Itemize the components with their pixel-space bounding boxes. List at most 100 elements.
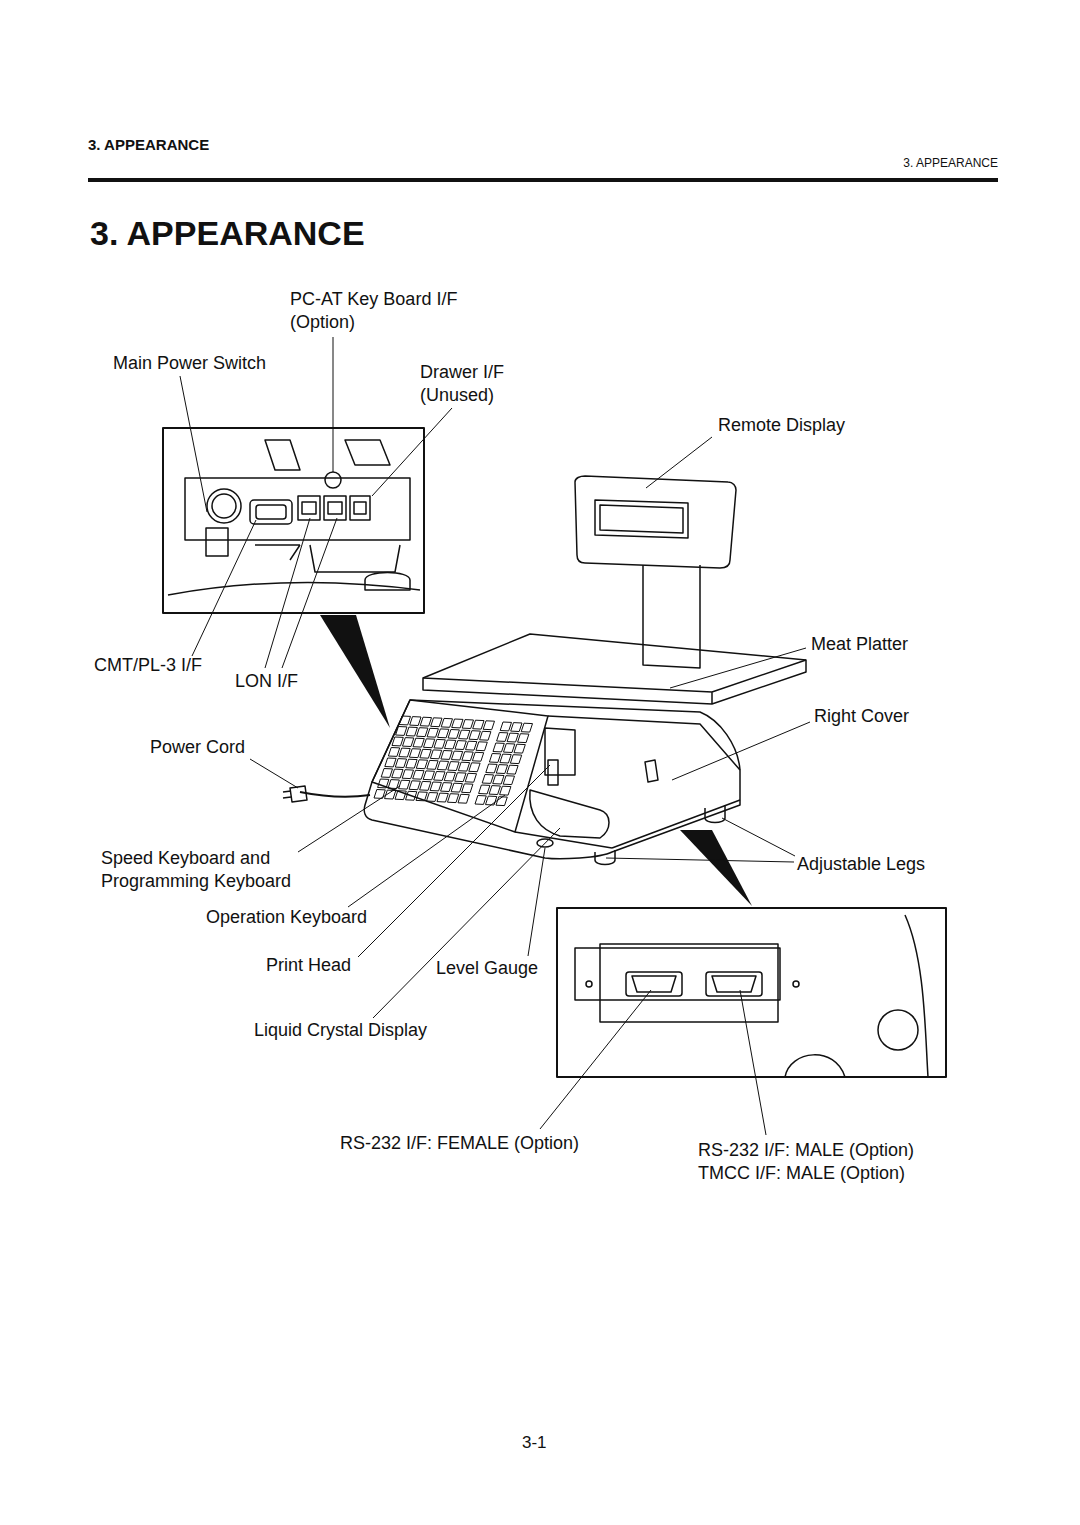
callout-label: CMT/PL-3 I/F [94,654,202,677]
leader-lines [180,337,810,1135]
key [493,743,504,752]
key [434,772,445,781]
key [406,727,417,736]
key [482,775,493,784]
key [448,730,459,739]
key [423,771,434,780]
key [496,765,507,774]
key [486,796,497,805]
key [469,731,480,740]
key [424,739,435,748]
callout-label: Print Head [266,954,351,977]
key [459,730,470,739]
key [420,717,431,726]
callout-label: Operation Keyboard [206,906,367,929]
key [427,793,438,802]
key [475,796,486,805]
key [458,794,469,803]
page-number: 3-1 [522,1431,547,1454]
key [455,773,466,782]
key [462,720,473,729]
header-rule [88,178,998,182]
key [500,754,511,763]
scale-body [283,634,806,865]
key [503,776,514,785]
key [486,764,497,773]
callout-label: TMCC I/F: MALE (Option) [698,1162,905,1185]
key [402,770,413,779]
key [406,759,417,768]
key [399,780,410,789]
key [441,718,452,727]
callout-label: RS-232 I/F: FEMALE (Option) [340,1132,579,1155]
key [385,758,396,767]
key [427,728,438,737]
key [417,728,428,737]
callout-label: Main Power Switch [113,352,266,375]
callout-label: Liquid Crystal Display [254,1019,427,1042]
key [451,751,462,760]
callout-label: RS-232 I/F: MALE (Option) [698,1139,914,1162]
key [476,742,487,751]
key [434,739,445,748]
key [448,794,459,803]
key [388,748,399,757]
key [466,741,477,750]
key [511,723,522,732]
key [458,762,469,771]
key [431,718,442,727]
running-header: 3. APPEARANCE [88,133,209,156]
key [521,723,532,732]
key [396,727,407,736]
key [420,749,431,758]
key [441,751,452,760]
key [462,752,473,761]
inset-pointer [680,830,752,906]
key [514,744,525,753]
key [410,717,421,726]
key [437,793,448,802]
key [507,733,518,742]
key [489,754,500,763]
key [489,786,500,795]
key [399,716,410,725]
key [510,755,521,764]
key [496,797,507,806]
key [395,759,406,768]
callout-label: Level Gauge [436,957,538,980]
key [381,769,392,778]
running-header: 3. APPEARANCE [878,152,998,175]
callout-label: Remote Display [718,414,845,437]
key [493,775,504,784]
key [480,731,491,740]
rear-panel-inset [163,428,424,613]
key [392,737,403,746]
key [444,772,455,781]
key [420,781,431,790]
key [451,783,462,792]
key [455,741,466,750]
key [448,762,459,771]
key [416,792,427,801]
inset-pointer [320,615,390,728]
key [416,760,427,769]
key [409,749,420,758]
key [441,783,452,792]
callout-label: Meat Platter [811,633,908,656]
key [413,770,424,779]
key [483,721,494,730]
key [395,791,406,800]
key [497,733,508,742]
callout-label: Power Cord [150,736,245,759]
key [430,782,441,791]
key [378,779,389,788]
key [392,769,403,778]
key [430,750,441,759]
key [507,765,518,774]
key [399,748,410,757]
key [409,781,420,790]
remote-display [575,476,736,668]
callout-label: Adjustable Legs [797,853,925,876]
key [403,738,414,747]
key [452,719,463,728]
